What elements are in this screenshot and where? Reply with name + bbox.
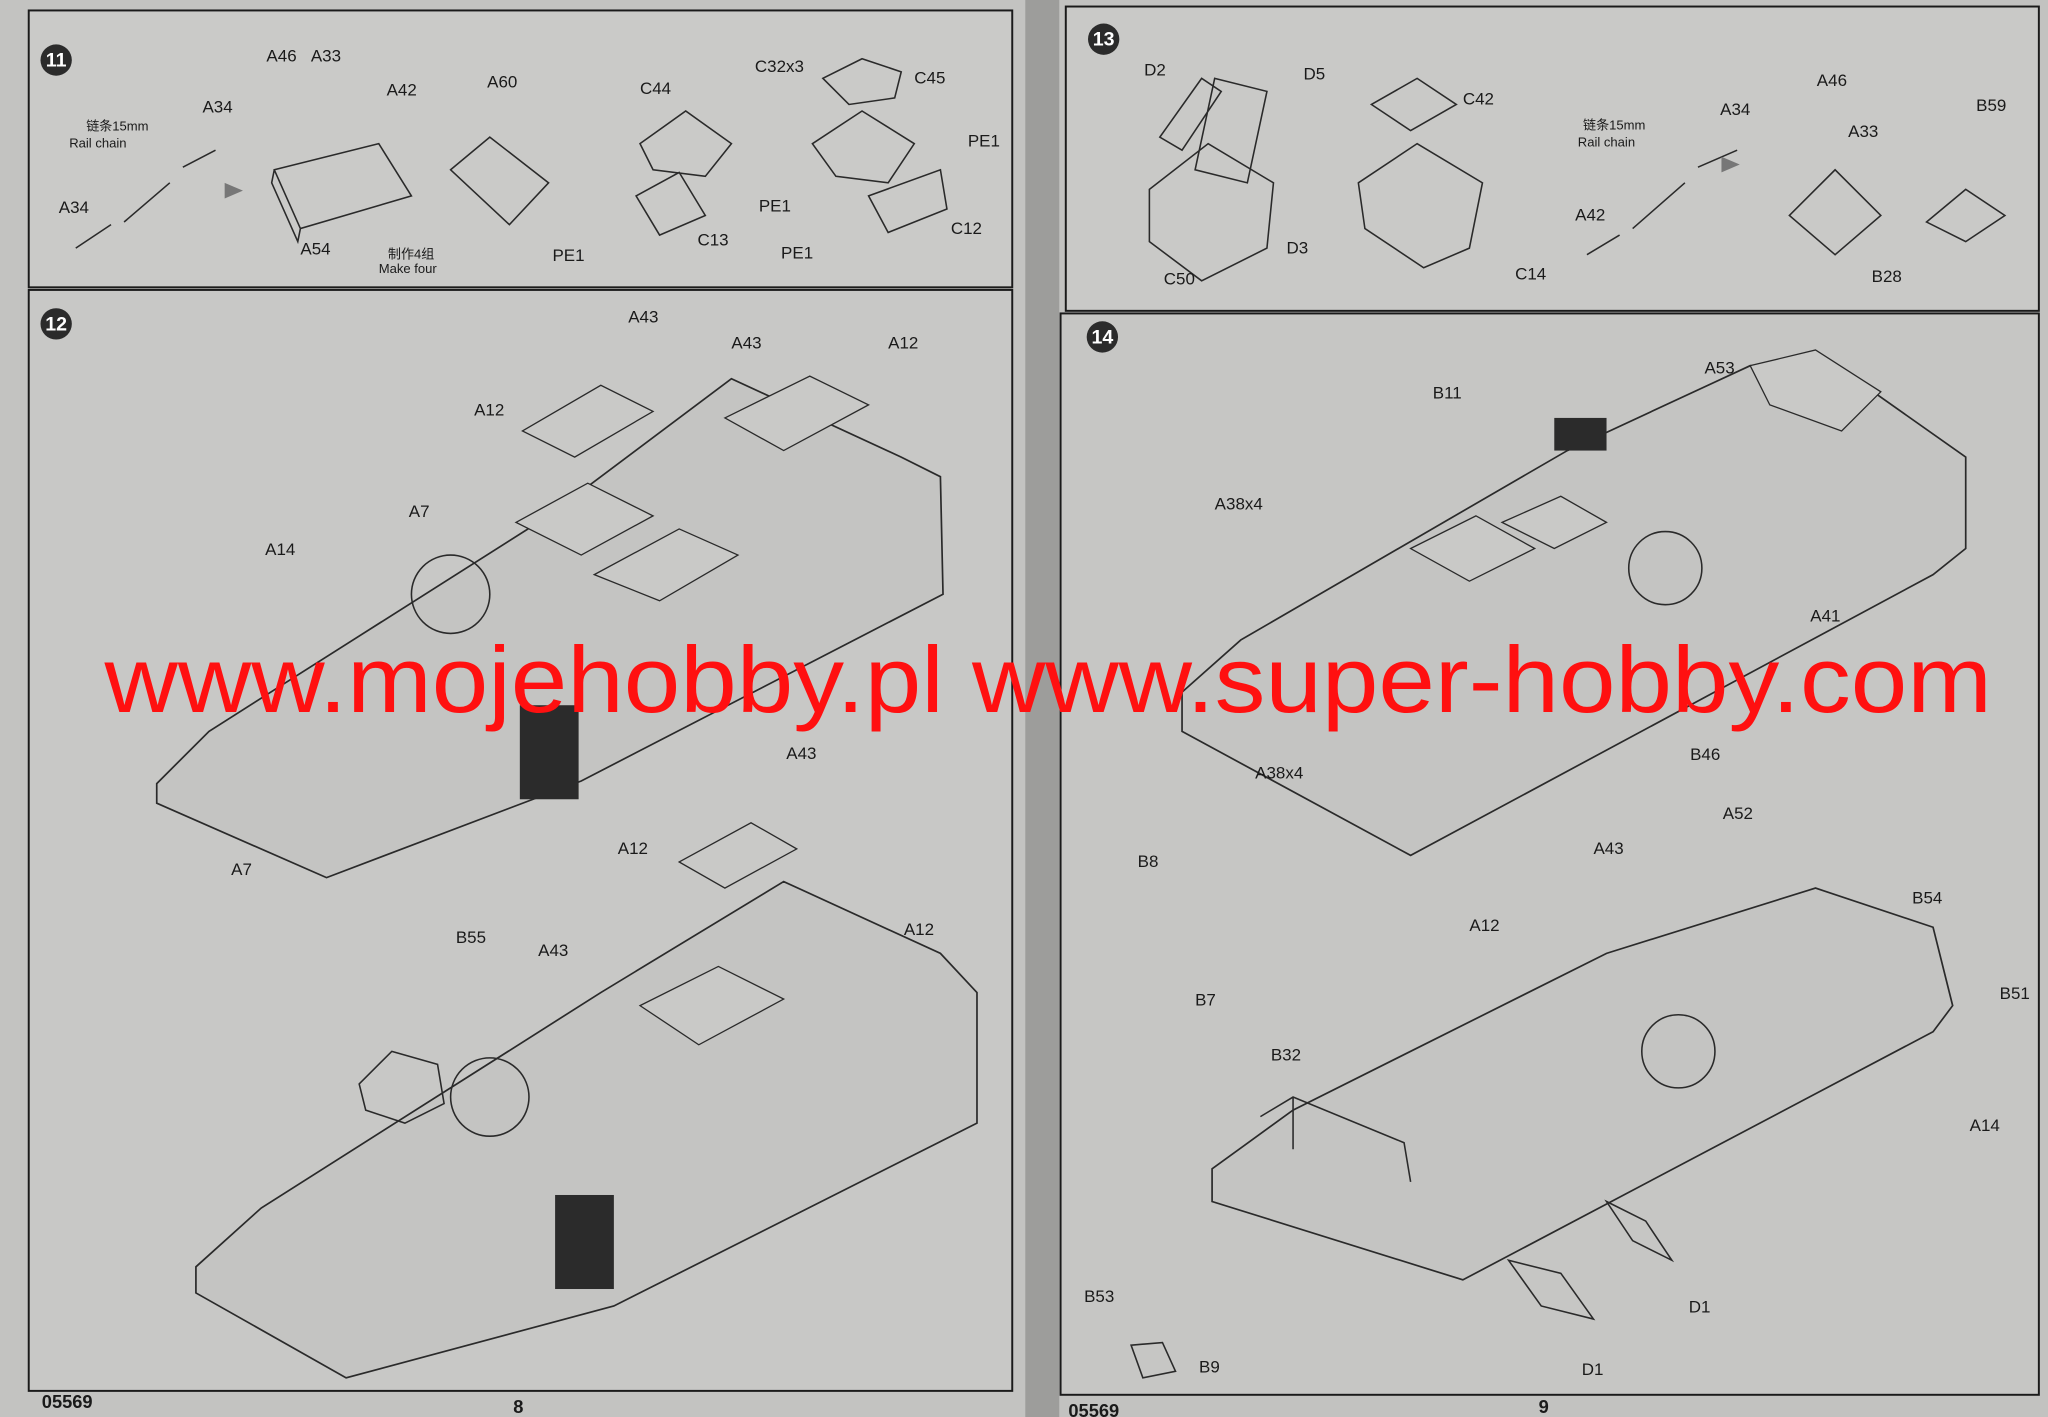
part-label: A43	[538, 941, 568, 960]
part-label: 链条15mm	[86, 119, 148, 134]
right-page-number: 9	[1539, 1396, 1549, 1417]
step-11-badge: 11	[40, 44, 72, 76]
part-label: A53	[1704, 359, 1734, 378]
part-label: C14	[1515, 264, 1546, 283]
part-label: A12	[888, 334, 918, 353]
part-label: C45	[914, 69, 945, 88]
part-label: A46	[266, 46, 296, 65]
part-label: A54	[300, 240, 330, 259]
part-label: C44	[640, 79, 671, 98]
left-product-code: 05569	[42, 1391, 93, 1412]
part-label: Make four	[379, 261, 438, 276]
part-label: C32x3	[755, 57, 804, 76]
svg-text:11: 11	[46, 50, 67, 72]
svg-text:12: 12	[45, 313, 67, 335]
step-13-parts-drawing	[1148, 77, 2007, 282]
part-label: A34	[1720, 100, 1750, 119]
part-label: Rail chain	[1578, 134, 1635, 149]
part-label: A33	[311, 46, 341, 65]
step-14-hull-upper	[1181, 349, 1967, 857]
part-label: PE1	[781, 244, 813, 263]
part-label: A46	[1817, 71, 1847, 90]
part-label: C13	[697, 231, 728, 250]
step-14-badge: 14	[1086, 321, 1119, 353]
step-11-parts-drawing	[75, 57, 948, 249]
part-label: A43	[628, 308, 658, 327]
step-13-badge: 13	[1088, 23, 1120, 55]
part-label: A12	[1469, 916, 1499, 935]
step-14-labels: A53 B11 A38x4 A41 B46 A38x4 A52 A43 B8 B…	[1084, 359, 2030, 1380]
part-label: D2	[1144, 61, 1166, 80]
part-label: A41	[1810, 607, 1840, 626]
part-label: A7	[231, 860, 252, 879]
part-label: D3	[1287, 238, 1309, 257]
part-label: 链条15mm	[1583, 117, 1645, 132]
part-label: B51	[2000, 984, 2030, 1003]
step-13-labels: D2 D5 C42 A34 链条15mm Rail chain A42 A46 …	[1144, 61, 2006, 289]
step-11-labels: A46 A33 A42 A34 链条15mm Rail chain A34 A5…	[59, 46, 1000, 276]
part-label: 制作4组	[388, 247, 434, 262]
part-label: A43	[731, 334, 761, 353]
part-label: A33	[1848, 122, 1878, 141]
step-13-panel	[1064, 5, 2040, 312]
part-label: A34	[202, 97, 232, 116]
step-12-badge: 12	[40, 308, 72, 340]
part-label: C50	[1164, 270, 1195, 289]
part-label: B46	[1690, 745, 1720, 764]
svg-text:14: 14	[1091, 326, 1113, 348]
part-label: A38x4	[1215, 494, 1263, 513]
part-label: A52	[1723, 804, 1753, 823]
part-label: A42	[387, 80, 417, 99]
part-label: B55	[456, 928, 486, 947]
part-label: A43	[1593, 839, 1623, 858]
watermark-text: www.mojehobby.pl www.super-hobby.com	[103, 627, 1991, 732]
part-label: D5	[1304, 65, 1326, 84]
svg-text:13: 13	[1093, 29, 1115, 51]
part-label: C12	[951, 219, 982, 238]
right-product-code: 05569	[1068, 1400, 1119, 1417]
part-label: B59	[1976, 96, 2006, 115]
part-label: A12	[618, 839, 648, 858]
part-label: C42	[1463, 89, 1494, 108]
part-label: A60	[487, 73, 517, 92]
step-11-panel	[27, 9, 1014, 289]
part-label: B54	[1912, 889, 1942, 908]
part-label: A14	[265, 540, 295, 559]
step-12-hull-lower	[195, 822, 978, 1379]
part-label: B11	[1433, 383, 1462, 402]
part-label: D1	[1689, 1298, 1711, 1317]
left-page-number: 8	[513, 1396, 523, 1417]
part-label: A7	[409, 502, 430, 521]
part-label: A14	[1970, 1116, 2000, 1135]
part-label: A12	[474, 400, 504, 419]
part-label: Rail chain	[69, 136, 126, 151]
part-label: A38x4	[1255, 763, 1303, 782]
part-label: A34	[59, 198, 89, 217]
part-label: B8	[1138, 852, 1159, 871]
part-label: D1	[1582, 1360, 1604, 1379]
part-label: B53	[1084, 1287, 1114, 1306]
part-label: A42	[1575, 206, 1605, 225]
part-label: B32	[1271, 1045, 1301, 1064]
part-label: B28	[1872, 267, 1902, 286]
part-label: PE1	[968, 131, 1000, 150]
part-label: PE1	[759, 197, 791, 216]
part-label: A12	[904, 920, 934, 939]
part-label: B7	[1195, 991, 1216, 1010]
step-12-labels: A43 A43 A12 A12 A7 A14 A7 A43 A12 A12 B5…	[231, 308, 934, 960]
step-14-hull-lower	[1130, 887, 1954, 1379]
part-label: B9	[1199, 1358, 1220, 1377]
part-label: A43	[786, 744, 816, 763]
part-label: PE1	[552, 246, 584, 265]
page-gutter	[1025, 0, 1060, 1417]
step-12-hull-upper	[155, 375, 944, 879]
